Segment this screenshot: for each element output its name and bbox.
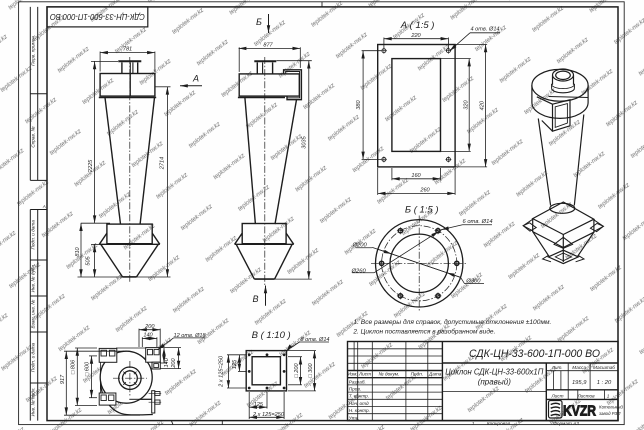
svg-text:781: 781 xyxy=(123,47,132,53)
svg-text:Т. контр.: Т. контр. xyxy=(349,394,369,399)
svg-text:220: 220 xyxy=(410,33,421,39)
svg-text:Циклон СДК-ЦН-33-600х1П: Циклон СДК-ЦН-33-600х1П xyxy=(445,368,543,377)
svg-text:2. Циклон поставляется в разоб: 2. Циклон поставляется в разобранном вид… xyxy=(352,330,495,336)
svg-text:200: 200 xyxy=(171,357,177,368)
svg-text:125: 125 xyxy=(254,402,264,408)
svg-text:Подп.: Подп. xyxy=(411,372,423,377)
svg-text:Пров.: Пров. xyxy=(349,387,361,392)
svg-text:KVZR: KVZR xyxy=(563,403,596,420)
svg-text:Лит.: Лит. xyxy=(551,365,563,370)
svg-text:Дата: Дата xyxy=(428,372,442,377)
svg-text:Листов: Листов xyxy=(576,393,595,398)
svg-text:А: А xyxy=(42,204,46,209)
svg-text:Подп. и дата: Подп. и дата xyxy=(31,342,36,372)
svg-text:□ 200: □ 200 xyxy=(294,362,300,377)
svg-text:□ 300: □ 300 xyxy=(308,362,314,377)
svg-text:125: 125 xyxy=(232,359,238,369)
svg-text:Масса: Масса xyxy=(572,365,586,370)
svg-text:Перв. примен.: Перв. примен. xyxy=(31,35,36,66)
svg-text:2225: 2225 xyxy=(88,159,94,173)
svg-text:Б: Б xyxy=(256,17,262,27)
svg-text:□ 600: □ 600 xyxy=(85,361,91,376)
svg-text:Инв. № подл.: Инв. № подл. xyxy=(31,387,36,416)
svg-text:8 отв. Ø14: 8 отв. Ø14 xyxy=(301,337,330,343)
svg-text:505: 505 xyxy=(86,255,92,265)
svg-text:завод РЗП: завод РЗП xyxy=(598,411,621,416)
svg-text:Разраб.: Разраб. xyxy=(349,379,366,384)
svg-text:Инв. № дубл.: Инв. № дубл. xyxy=(31,264,36,293)
svg-text:Масштаб: Масштаб xyxy=(593,365,615,370)
svg-text:СДК-ЦН-33-600-1П-000 ВО: СДК-ЦН-33-600-1П-000 ВО xyxy=(49,12,145,21)
svg-text:А ( 1:5 ): А ( 1:5 ) xyxy=(400,20,435,31)
svg-text:420: 420 xyxy=(480,100,486,110)
svg-text:В: В xyxy=(253,294,259,304)
svg-text:380: 380 xyxy=(356,99,362,109)
svg-text:Нач. отд: Нач. отд xyxy=(349,401,369,406)
svg-text:1: 1 xyxy=(607,393,610,398)
svg-text:(правый): (правый) xyxy=(478,378,511,387)
svg-text:Изм.: Изм. xyxy=(348,372,358,377)
svg-text:320: 320 xyxy=(463,99,469,109)
svg-text:Б ( 1:5 ): Б ( 1:5 ) xyxy=(405,205,439,216)
svg-text:1. Все размеры для справок, до: 1. Все размеры для справок, допустимые о… xyxy=(353,320,551,326)
svg-text:200: 200 xyxy=(144,324,155,330)
svg-text:Н. контр.: Н. контр. xyxy=(349,408,370,413)
svg-text:917: 917 xyxy=(60,374,66,384)
svg-text:В ( 1:10 ): В ( 1:10 ) xyxy=(252,330,291,341)
svg-text:195,9: 195,9 xyxy=(572,380,587,386)
svg-text:Котельный: Котельный xyxy=(599,405,623,410)
svg-text:Справ. №: Справ. № xyxy=(31,126,36,147)
svg-text:140: 140 xyxy=(143,333,153,339)
svg-text:1 : 20: 1 : 20 xyxy=(597,380,612,386)
svg-text:Подп. и дата: Подп. и дата xyxy=(31,220,36,250)
svg-text:Утв.: Утв. xyxy=(349,415,360,420)
svg-text:12 отв. Ø18: 12 отв. Ø18 xyxy=(174,333,207,339)
svg-text:877: 877 xyxy=(263,43,273,49)
svg-text:810: 810 xyxy=(75,246,81,256)
svg-text:Лист: Лист xyxy=(358,372,371,377)
svg-text:А: А xyxy=(192,74,199,84)
svg-text:Формат А3: Формат А3 xyxy=(553,421,579,426)
svg-text:2 х 125=250: 2 х 125=250 xyxy=(252,412,285,418)
svg-text:Ø260: Ø260 xyxy=(351,269,367,275)
svg-text:160: 160 xyxy=(411,173,421,179)
svg-text:□ 806: □ 806 xyxy=(71,359,77,374)
svg-text:3035: 3035 xyxy=(301,135,307,148)
svg-text:260: 260 xyxy=(419,188,430,194)
svg-text:Ø300: Ø300 xyxy=(465,279,481,285)
svg-text:6 отв. Ø14: 6 отв. Ø14 xyxy=(463,219,493,225)
svg-text:2714: 2714 xyxy=(160,157,166,170)
svg-text:Ø200: Ø200 xyxy=(352,243,368,249)
svg-text:№ докум.: № докум. xyxy=(379,372,400,377)
svg-text:Лист: Лист xyxy=(550,393,563,398)
svg-text:СДК-ЦН-33-600-1П-000 ВО: СДК-ЦН-33-600-1П-000 ВО xyxy=(469,348,601,360)
svg-text:Копировал: Копировал xyxy=(487,421,511,426)
svg-text:4 отв. Ø14: 4 отв. Ø14 xyxy=(471,26,500,32)
svg-text:140: 140 xyxy=(164,357,170,367)
svg-text:1: 1 xyxy=(472,421,475,426)
svg-text:Взам. инв. №: Взам. инв. № xyxy=(31,300,36,329)
svg-text:2 х 125=250: 2 х 125=250 xyxy=(219,355,225,388)
